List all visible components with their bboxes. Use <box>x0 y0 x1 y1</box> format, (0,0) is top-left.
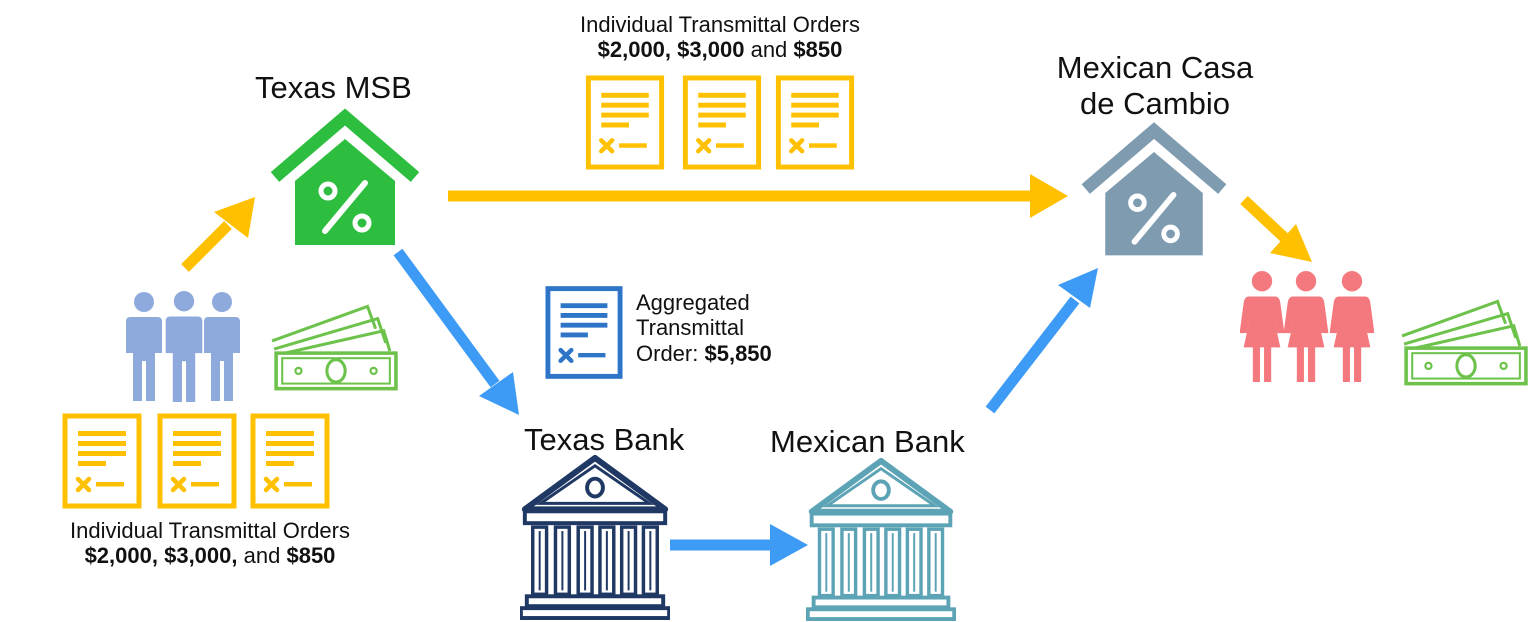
arrow-icon <box>448 174 1068 218</box>
top-orders-title: Individual Transmittal Orders <box>580 12 860 37</box>
aggregated-order-caption: Aggregated Transmittal Order: $5,850 <box>636 290 772 366</box>
texas-msb-label: Texas MSB <box>255 70 412 105</box>
document-icon <box>548 289 620 377</box>
top-and-word: and <box>750 37 788 63</box>
top-orders-caption: Individual Transmittal Orders $2,000, $3… <box>545 12 895 63</box>
person-icon <box>1330 271 1374 382</box>
aggregated-order-amount: $5,850 <box>704 340 772 366</box>
recipients-cash <box>1400 299 1528 386</box>
document-icon <box>160 416 234 506</box>
senders-group <box>126 291 240 402</box>
document-icon <box>588 78 661 167</box>
document-icon <box>253 416 327 506</box>
senders-cash <box>270 304 398 391</box>
texas-bank-label: Texas Bank <box>524 422 685 457</box>
arrow-icon <box>393 248 519 415</box>
people-group-icon <box>126 292 162 401</box>
cash-bills-icon <box>1400 299 1528 386</box>
aggregated-line3: Order: $5,850 <box>636 341 772 366</box>
cash-bills-icon <box>270 304 398 391</box>
bank-building-icon <box>808 461 954 619</box>
texas-bank-building <box>521 458 669 618</box>
bottom-order-documents <box>65 416 327 506</box>
arrow-icon <box>181 197 255 272</box>
texas-msb-house <box>275 117 415 245</box>
top-amount-1: $2,000, <box>597 37 672 63</box>
bottom-amount-1: $2,000, <box>84 543 158 569</box>
top-amount-2: $3,000 <box>677 37 745 63</box>
bottom-amount-3: $850 <box>286 543 336 569</box>
aggregated-line2: Transmittal <box>636 315 744 341</box>
bottom-and-word: and <box>243 543 281 569</box>
document-icon <box>685 78 758 167</box>
casa-de-cambio-line1: Mexican Casa <box>1056 50 1254 85</box>
arrow-icon <box>985 268 1098 414</box>
arrow-icon <box>1240 195 1312 262</box>
casa-de-cambio-label: Mexican Casa de Cambio <box>1040 50 1270 121</box>
percent-house-icon <box>275 117 415 245</box>
bottom-orders-title: Individual Transmittal Orders <box>70 518 350 543</box>
aggregated-order-document <box>548 289 620 377</box>
casa-de-cambio-line2: de Cambio <box>1080 85 1230 121</box>
flow-arrows <box>181 174 1312 566</box>
aggregated-line1: Aggregated <box>636 290 750 315</box>
bottom-amount-2: $3,000, <box>164 543 238 569</box>
document-icon <box>778 78 851 167</box>
aggregated-order-prefix: Order: <box>636 340 699 366</box>
top-amount-3: $850 <box>793 37 843 63</box>
document-icon <box>65 416 139 506</box>
person-icon <box>165 291 203 402</box>
recipients-group <box>1240 271 1374 382</box>
top-orders-amounts: $2,000, $3,000 and $850 <box>545 37 895 62</box>
person-icon <box>1283 271 1329 382</box>
mexican-bank-building <box>808 461 954 619</box>
bank-building-icon <box>521 458 669 618</box>
people-group-icon <box>1240 271 1284 382</box>
top-order-documents <box>588 78 851 167</box>
percent-house-icon <box>1086 131 1223 256</box>
casa-de-cambio-house <box>1086 131 1223 256</box>
arrow-icon <box>670 524 808 566</box>
bottom-orders-caption: Individual Transmittal Orders $2,000, $3… <box>20 518 400 569</box>
bottom-orders-amounts: $2,000, $3,000, and $850 <box>20 543 400 568</box>
mexican-bank-label: Mexican Bank <box>770 424 965 459</box>
person-icon <box>204 292 240 401</box>
